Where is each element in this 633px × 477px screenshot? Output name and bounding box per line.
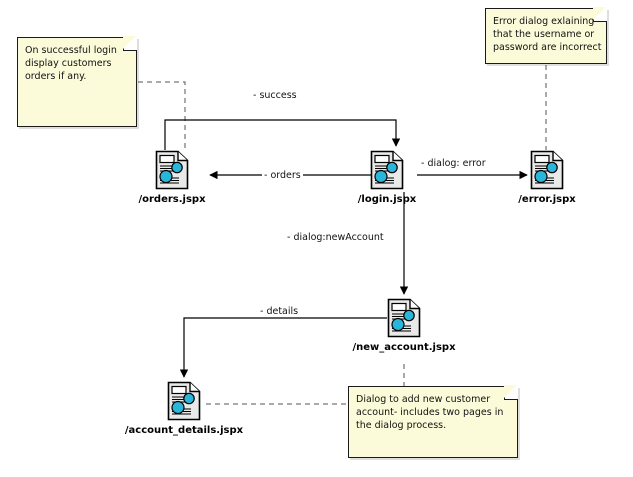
node-orders[interactable]: /orders.jspx — [125, 150, 219, 205]
edge-label-dialog-error: - dialog: error — [419, 158, 488, 169]
note-text-line: account- includes two pages in — [356, 407, 504, 418]
note-text-line: orders if any. — [25, 71, 87, 82]
note-text-line: Error dialog exlaining — [493, 16, 595, 27]
note-text-line: that the username or — [493, 29, 595, 40]
page-icon — [370, 150, 404, 190]
node-label: /login.jspx — [357, 194, 417, 205]
node-login[interactable]: /login.jspx — [340, 150, 434, 205]
note-error-dialog: Error dialog exlaining that the username… — [485, 7, 607, 64]
node-account-details[interactable]: /account_details.jspx — [118, 381, 250, 436]
edge-label-orders: - orders — [262, 170, 303, 181]
edge-label-success: - success — [251, 90, 299, 101]
note-anchor-orders — [138, 81, 186, 152]
note-text-line: password are incorrect — [493, 42, 602, 53]
node-new-account[interactable]: /new_account.jspx — [347, 298, 461, 353]
note-fold-icon — [593, 7, 607, 22]
edge-label-details: - details — [258, 306, 301, 317]
note-fold-icon — [123, 36, 137, 51]
connector-success — [164, 119, 401, 150]
note-text-line: the dialog process. — [356, 420, 447, 431]
note-new-account-dialog: Dialog to add new customer account- incl… — [348, 385, 518, 458]
note-text-line: display customers — [25, 58, 112, 69]
note-text-line: Dialog to add new customer — [356, 394, 491, 405]
node-label: /error.jspx — [518, 194, 576, 205]
connector-details — [179, 317, 387, 378]
note-fold-icon — [504, 385, 518, 400]
page-icon — [387, 298, 421, 338]
page-icon — [530, 150, 564, 190]
note-text-line: On successful login — [25, 45, 117, 56]
node-label: /orders.jspx — [138, 194, 206, 205]
edge-label-dialog-new-account: - dialog:newAccount — [285, 232, 386, 243]
node-label: /account_details.jspx — [124, 425, 244, 436]
node-error[interactable]: /error.jspx — [505, 150, 589, 205]
note-login-success: On successful login display customers or… — [17, 36, 137, 127]
page-icon — [167, 381, 201, 421]
page-icon — [155, 150, 189, 190]
node-label: /new_account.jspx — [352, 342, 456, 353]
